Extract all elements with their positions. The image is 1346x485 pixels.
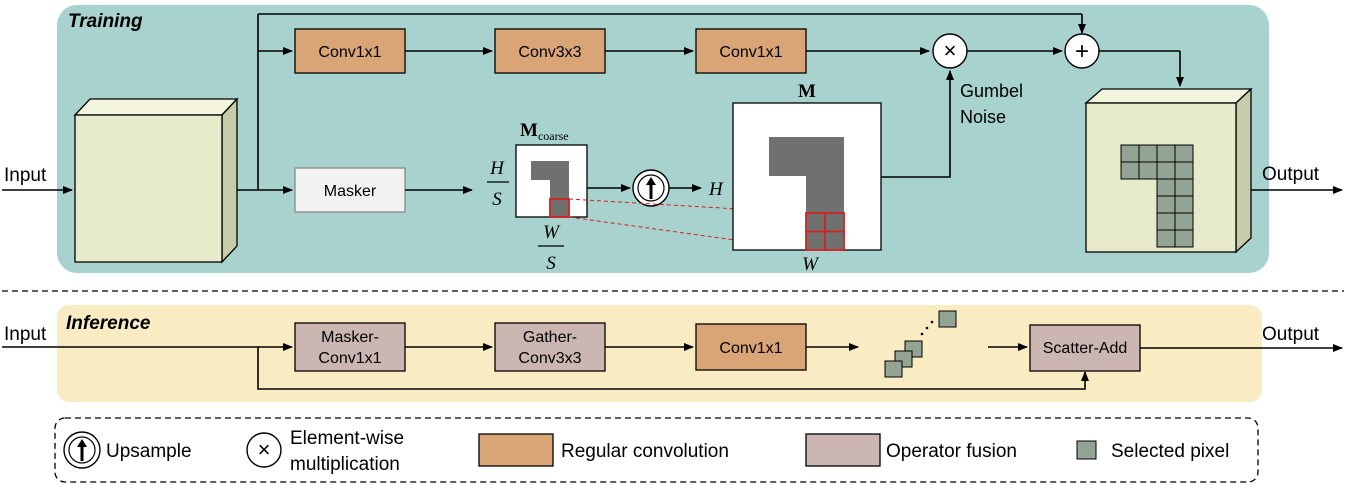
training-conv1x1-b: Conv1x1: [695, 28, 807, 74]
w-over-s-numerator: W: [543, 222, 561, 243]
multiply-symbol: ×: [944, 38, 957, 63]
m-coarse-mask: [515, 144, 588, 218]
up-arrow-icon: [646, 177, 656, 199]
gather-conv3x3-box: Gather- Conv3x3: [494, 322, 606, 372]
inference-bypass-line: [257, 347, 1089, 390]
multiply-node: ×: [932, 33, 968, 69]
legend-elementwise-line2: multiplication: [290, 454, 400, 475]
training-conv1x1-a: Conv1x1: [294, 28, 406, 74]
legend-regular-conv: Regular convolution: [478, 433, 729, 467]
inference-output-label: Output: [1262, 324, 1320, 345]
w-over-s-denominator: S: [546, 253, 556, 274]
masker-conv-line2: Conv1x1: [318, 350, 381, 367]
gumbel-noise-line1: Gumbel: [960, 81, 1023, 101]
training-output-label: Output: [1262, 164, 1320, 185]
m-highlight-block: [805, 212, 845, 251]
gather-conv-line1: Gather-: [523, 329, 577, 346]
training-conv1x1-a-label: Conv1x1: [318, 44, 381, 61]
legend-elementwise: × Element-wise multiplication: [246, 428, 404, 475]
legend-operator-fusion-label: Operator fusion: [886, 441, 1017, 462]
legend-regular-conv-label: Regular convolution: [561, 441, 729, 462]
masker-box: Masker: [294, 167, 406, 213]
w-over-s-fraction: W S: [538, 222, 564, 274]
m-coarse-label: Mcoarse: [520, 120, 569, 143]
training-input-label: Input: [4, 165, 47, 186]
scatter-add-box: Scatter-Add: [1029, 324, 1141, 372]
training-conv3x3: Conv3x3: [494, 28, 606, 74]
legend-elementwise-line1: Element-wise: [290, 428, 404, 449]
training-conv1x1-b-label: Conv1x1: [719, 44, 782, 61]
arrow-mask-to-multiply: [881, 70, 954, 178]
legend-operator-fusion: Operator fusion: [805, 433, 1017, 467]
legend-upsample: Upsample: [63, 431, 192, 469]
output-feature-cube: [1084, 87, 1253, 254]
h-over-s-fraction: H S: [487, 158, 509, 210]
input-feature-cube: [73, 97, 239, 264]
m-full-mask: [732, 102, 882, 251]
m-coarse-main: M: [520, 120, 538, 141]
m-label: M: [798, 81, 816, 102]
legend-selected-pixel: Selected pixel: [1076, 440, 1229, 462]
legend-box: [54, 417, 1259, 483]
inference-conv1x1-box: Conv1x1: [695, 323, 807, 371]
upsample-node: [632, 169, 670, 207]
m-coarse-subscript: coarse: [538, 129, 569, 143]
h-over-s-numerator: H: [489, 158, 505, 179]
inference-section-label: Inference: [66, 313, 151, 334]
gumbel-noise-line2: Noise: [960, 107, 1006, 127]
w-label: W: [802, 254, 820, 275]
masker-conv-line1: Masker-: [321, 329, 379, 346]
inference-input-label: Input: [4, 324, 47, 345]
gather-conv-line2: Conv3x3: [518, 350, 581, 367]
h-label: H: [708, 179, 724, 200]
output-selected-pixels: [1120, 144, 1194, 248]
add-node: +: [1064, 33, 1100, 69]
training-section-label: Training: [68, 11, 143, 32]
add-symbol: +: [1075, 38, 1089, 65]
inference-conv1x1-label: Conv1x1: [719, 340, 782, 357]
legend-up-arrow-icon: [77, 439, 87, 461]
scatter-add-label: Scatter-Add: [1043, 340, 1127, 357]
masker-conv1x1-box: Masker- Conv1x1: [294, 322, 406, 372]
training-conv3x3-label: Conv3x3: [518, 44, 581, 61]
sparse-pixels: [884, 310, 957, 378]
legend-times-icon: ×: [258, 437, 271, 462]
h-over-s-denominator: S: [492, 189, 502, 210]
legend-selected-pixel-label: Selected pixel: [1111, 441, 1229, 462]
legend-upsample-label: Upsample: [106, 441, 192, 462]
m-coarse-highlight-pixel: [549, 198, 570, 218]
masker-label: Masker: [324, 183, 377, 200]
